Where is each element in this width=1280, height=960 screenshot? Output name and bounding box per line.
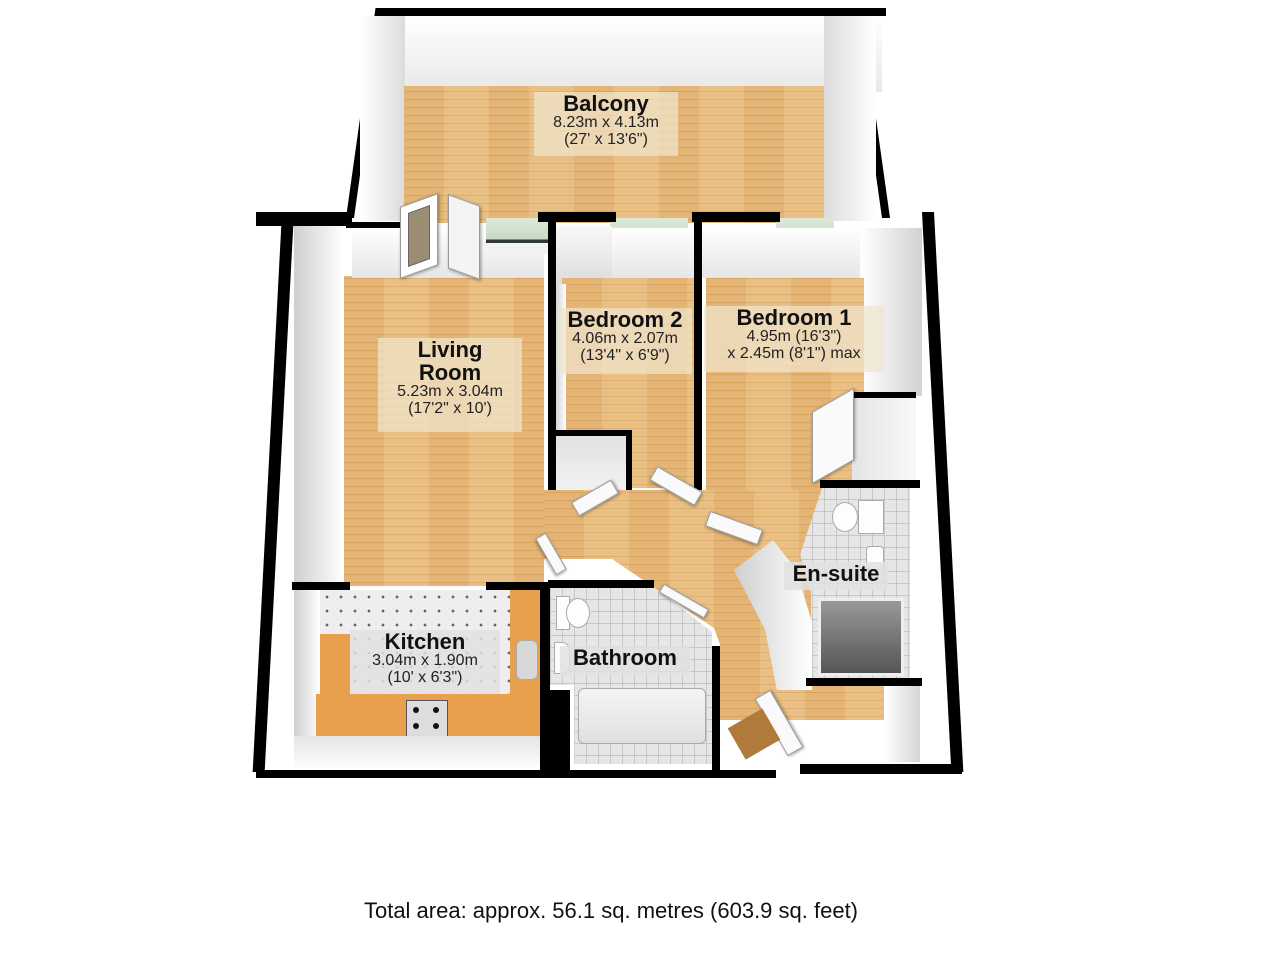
partition-top-2 [692, 212, 780, 222]
bathroom-label: Bathroom [560, 646, 690, 676]
main-wall-left-outer [252, 212, 294, 772]
living-room-left-wall-face [294, 226, 344, 586]
bedroom2-wall-left [548, 212, 556, 504]
living-room-dim-metric: 5.23m x 3.04m [397, 383, 503, 401]
kitchen-hob [406, 700, 448, 738]
living-room-top-wall [346, 222, 404, 228]
hob-burner [413, 707, 419, 713]
kitchen-wall-top-right [486, 582, 544, 590]
main-wall-left [256, 212, 352, 226]
kitchen-name: Kitchen [384, 629, 466, 654]
hob-burner [413, 723, 419, 729]
living-room-name-line1: Living [417, 337, 483, 362]
main-wall-bottom-right [800, 764, 962, 774]
kitchen-bottom-wall-face [294, 736, 540, 770]
bedroom2-dim-imperial: (13'4" x 6'9") [580, 346, 670, 364]
bathroom-bathtub [578, 688, 706, 744]
storage-closet [884, 686, 920, 762]
bedroom1-label: Bedroom 1 4.95m (16'3") x 2.45m (8'1") m… [704, 306, 884, 372]
living-room-name-line2: Room [418, 360, 482, 386]
floor-plan: Balcony 8.23m x 4.13m (27' x 13'6") Bedr… [252, 8, 964, 778]
balcony-door-right[interactable] [448, 194, 480, 280]
hob-burner [433, 723, 439, 729]
balcony-wall-face-back [382, 16, 882, 92]
balcony-wall-top [376, 8, 886, 16]
balcony-dim-metric: 8.23m x 4.13m [553, 114, 659, 132]
bedroom1-dim-metric: 4.95m (16'3") [746, 328, 842, 346]
ensuite-toilet [832, 502, 858, 532]
bedroom1-dim-imperial: x 2.45m (8'1") max [727, 344, 861, 362]
ensuite-shower [818, 598, 904, 676]
balcony-dim-imperial: (27' x 13'6") [564, 130, 648, 148]
bedroom2-name: Bedroom 2 [567, 307, 683, 332]
ensuite-name: En-suite [792, 561, 880, 586]
kitchen-counter-left [320, 634, 350, 700]
kitchen-dim-imperial: (10' x 6'3") [387, 668, 463, 686]
balcony-label: Balcony 8.23m x 4.13m (27' x 13'6") [534, 92, 678, 156]
kitchen-left-wall-face [294, 590, 320, 760]
kitchen-wall-right [540, 582, 550, 772]
bedroom1-name: Bedroom 1 [736, 305, 852, 330]
total-area-text: Total area: approx. 56.1 sq. metres (603… [363, 898, 859, 923]
living-room-dim-imperial: (17'2" x 10') [408, 399, 492, 417]
ensuite-cistern [858, 500, 884, 534]
window-living [486, 218, 548, 254]
kitchen-wall-top-left [292, 582, 350, 590]
main-wall-right-outer [922, 212, 964, 772]
bedroom2-wall-face [612, 228, 694, 278]
living-room-label: Living Room 5.23m x 3.04m (17'2" x 10') [378, 338, 522, 432]
bathroom-wall-top [548, 580, 654, 588]
kitchen-label: Kitchen 3.04m x 1.90m (10' x 6'3") [350, 630, 500, 694]
door-glass-pane [408, 204, 430, 268]
main-wall-bottom-left [256, 770, 776, 778]
bedroom2-closet [556, 226, 612, 284]
kitchen-sink [516, 640, 538, 680]
bathroom-wall-left-bottom [540, 690, 570, 776]
ensuite-wall [820, 480, 920, 488]
balcony-area: Balcony 8.23m x 4.13m (27' x 13'6") [346, 8, 922, 223]
ensuite-label: En-suite [784, 562, 888, 590]
balcony-door-left[interactable] [400, 193, 438, 279]
balcony-wall-face-right [824, 16, 876, 221]
bathroom-toilet [566, 598, 590, 628]
balcony-name: Balcony [563, 91, 649, 116]
ensuite-wall-bottom [806, 678, 922, 686]
bathroom-wall-right [712, 646, 720, 772]
balcony-wall-face-left [360, 16, 405, 221]
bedroom2-wall-right [694, 212, 702, 492]
bathroom-name: Bathroom [573, 645, 677, 670]
hob-burner [433, 707, 439, 713]
partition-top-1 [538, 212, 616, 222]
bedroom1-wall-face [702, 228, 882, 278]
kitchen-dim-metric: 3.04m x 1.90m [372, 652, 478, 670]
bedroom1-wardrobe [852, 392, 916, 488]
bedroom2-dim-metric: 4.06m x 2.07m [572, 330, 678, 348]
bedroom2-label: Bedroom 2 4.06m x 2.07m (13'4" x 6'9") [558, 308, 692, 374]
